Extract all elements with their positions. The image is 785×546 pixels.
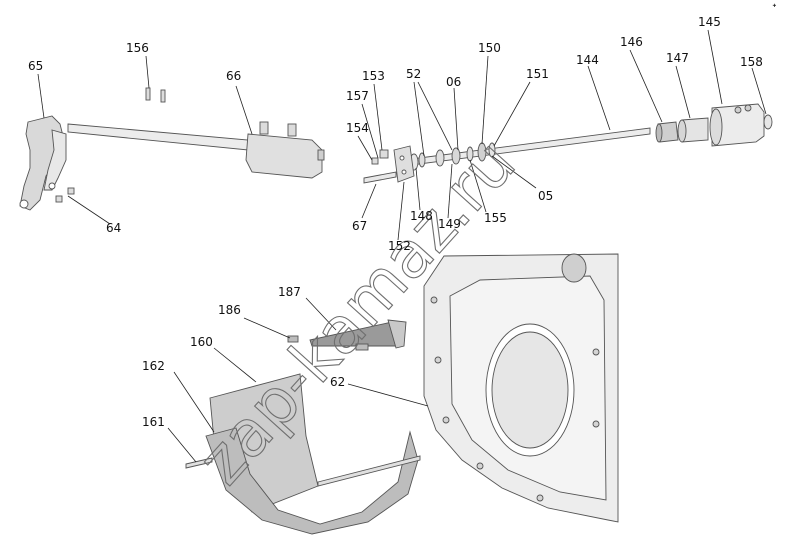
label-161: 161 <box>142 415 165 429</box>
label-152: 152 <box>388 239 411 253</box>
label-154: 154 <box>346 121 369 135</box>
bolts-186 <box>287 335 369 351</box>
label-153: 153 <box>362 69 385 83</box>
label-67: 67 <box>352 219 367 233</box>
bracket-187 <box>309 319 407 349</box>
pins-64 <box>55 187 75 203</box>
label-146: 146 <box>620 35 643 49</box>
bracket-152 <box>393 145 415 183</box>
sleeve-146 <box>655 121 679 143</box>
label-05: 05 <box>538 189 553 203</box>
label-187: 187 <box>278 285 301 299</box>
label-145: 145 <box>698 15 721 29</box>
label-147: 147 <box>666 51 689 65</box>
label-64: 64 <box>106 221 121 235</box>
label-157: 157 <box>346 89 369 103</box>
label-52: 52 <box>406 67 421 81</box>
label-156: 156 <box>126 41 149 55</box>
label-158: 158 <box>740 55 763 69</box>
housing-cover-62 <box>423 253 619 523</box>
label-66: 66 <box>226 69 241 83</box>
part-labels: 65 156 66 64 153 52 06 150 151 144 146 1… <box>28 15 763 429</box>
leader-lines <box>37 29 767 463</box>
shield-162 <box>205 427 419 535</box>
label-155: 155 <box>484 211 507 225</box>
ring-158 <box>763 114 773 130</box>
shift-shaft-66 <box>67 121 325 179</box>
small-parts-153-157-154 <box>371 149 389 165</box>
label-148: 148 <box>410 209 433 223</box>
label-151: 151 <box>526 67 549 81</box>
label-186: 186 <box>218 303 241 317</box>
label-65: 65 <box>28 59 43 73</box>
rod-161 <box>185 455 421 487</box>
label-160: 160 <box>190 335 213 349</box>
label-150: 150 <box>478 41 501 55</box>
label-144: 144 <box>576 53 599 67</box>
bolt-67 <box>363 171 397 184</box>
bushing-147 <box>677 117 709 143</box>
corner-mark: ᐩ <box>772 1 777 15</box>
label-06: 06 <box>446 75 461 89</box>
housing-145 <box>709 103 765 147</box>
label-149: 149 <box>438 217 461 231</box>
shift-fork-65 <box>19 115 67 211</box>
bolts-156 <box>145 87 166 103</box>
label-62: 62 <box>330 375 345 389</box>
label-162: 162 <box>142 359 165 373</box>
